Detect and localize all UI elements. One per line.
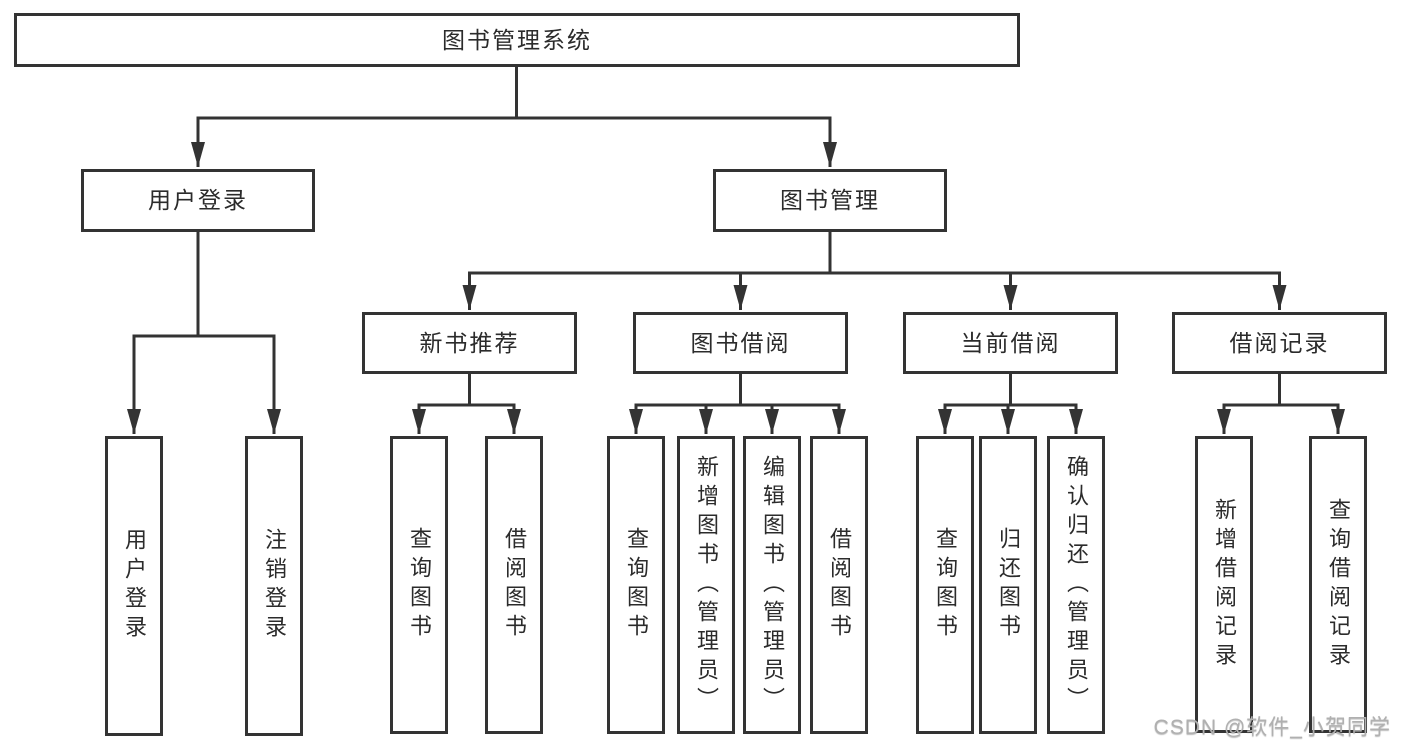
leaf-add-borrow-record: 新增借阅记录 xyxy=(1195,436,1253,733)
leaf-borrow-books-borrowing: 借阅图书 xyxy=(810,436,868,734)
watermark-text: CSDN @软件_小贺同学 xyxy=(1153,716,1391,739)
leaf-logout-login: 注销登录 xyxy=(245,436,303,736)
node-current-borrowing: 当前借阅 xyxy=(903,312,1118,374)
node-book-management: 图书管理 xyxy=(713,169,947,232)
leaf-query-books-recommend: 查询图书 xyxy=(390,436,448,734)
leaf-return-books: 归还图书 xyxy=(979,436,1037,734)
leaf-query-books-borrowing: 查询图书 xyxy=(607,436,665,734)
leaf-add-book-admin: 新增图书（管理员） xyxy=(677,436,735,734)
node-user-login: 用户登录 xyxy=(81,169,315,232)
leaf-edit-book-admin: 编辑图书（管理员） xyxy=(743,436,801,734)
leaf-confirm-return-admin: 确认归还（管理员） xyxy=(1047,436,1105,734)
node-borrowing-records: 借阅记录 xyxy=(1172,312,1387,374)
node-new-book-recommendation: 新书推荐 xyxy=(362,312,577,374)
leaf-borrow-books-recommend: 借阅图书 xyxy=(485,436,543,734)
node-library-management-system: 图书管理系统 xyxy=(14,13,1020,67)
leaf-query-books-current: 查询图书 xyxy=(916,436,974,734)
leaf-query-borrow-record: 查询借阅记录 xyxy=(1309,436,1367,733)
node-book-borrowing: 图书借阅 xyxy=(633,312,848,374)
leaf-user-login: 用户登录 xyxy=(105,436,163,736)
